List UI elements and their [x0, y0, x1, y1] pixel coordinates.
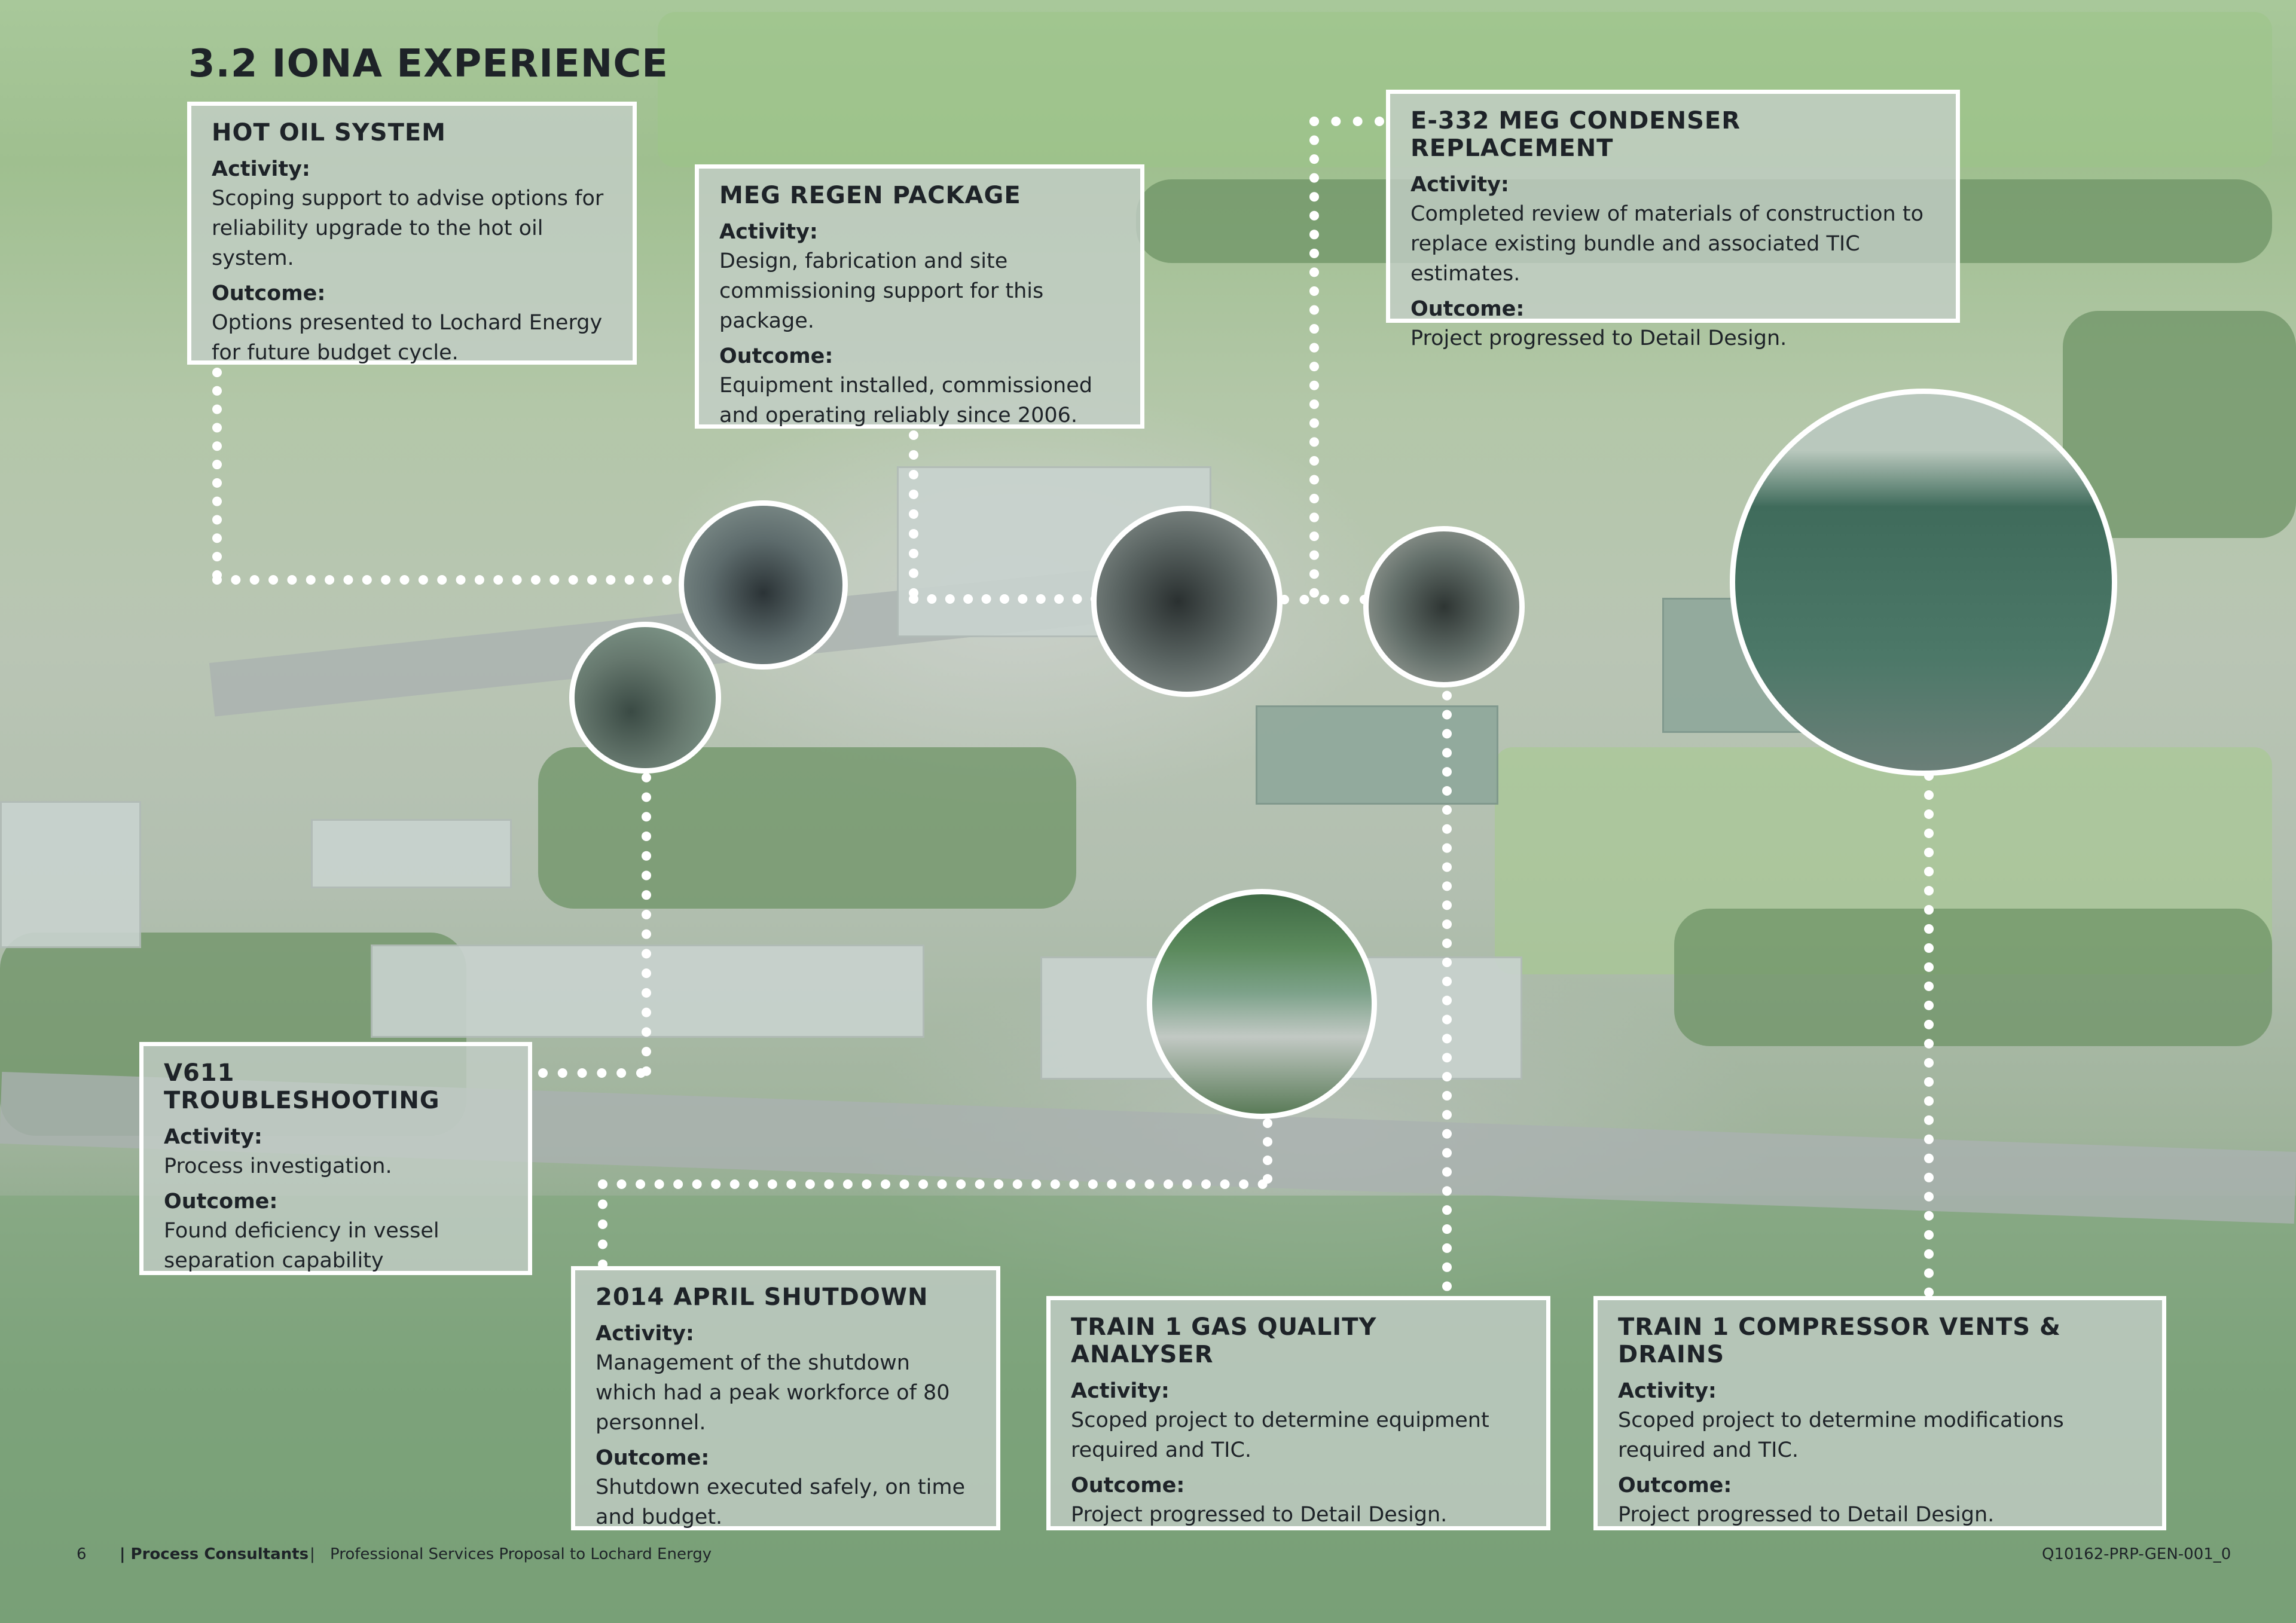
leader-line-v611 — [642, 753, 651, 1076]
card-title: 2014 APRIL SHUTDOWN — [596, 1283, 929, 1311]
zoom-circle-meg-regen — [679, 500, 848, 670]
card-train1-compressor-vents-drains: TRAIN 1 COMPRESSOR VENTS & DRAINS Activi… — [1593, 1296, 2166, 1530]
card-title: V611 TROUBLESHOOTING — [164, 1059, 440, 1114]
card-title: TRAIN 1 COMPRESSOR VENTS & DRAINS — [1618, 1313, 2061, 1368]
tree-line-right — [2063, 311, 2296, 538]
activity-label: Activity: — [1618, 1379, 1717, 1403]
card-2014-april-shutdown: 2014 APRIL SHUTDOWN Activity: Management… — [571, 1266, 1000, 1530]
leader-line-hot-oil-horizontal — [212, 575, 691, 585]
outcome-label: Outcome: — [596, 1446, 710, 1470]
leader-line-hot-oil — [212, 368, 222, 580]
card-title: E-332 MEG CONDENSER REPLACEMENT — [1410, 107, 1741, 162]
outcome-label: Outcome: — [719, 344, 833, 368]
zoom-circle-compressor-building — [1730, 389, 2117, 776]
activity-text: Process investigation. — [164, 1154, 392, 1178]
building-warehouse-left — [0, 801, 141, 948]
page-number: 6 — [77, 1545, 87, 1563]
page-footer: 6 | Process Consultants | Professional S… — [0, 1545, 2296, 1569]
leader-line-gas-quality — [1442, 634, 1452, 1291]
leader-line-compressor — [1924, 771, 1934, 1297]
leader-line-meg-regen — [909, 430, 918, 598]
activity-label: Activity: — [719, 220, 818, 244]
leader-line-e332-top — [1309, 117, 1384, 126]
activity-label: Activity: — [1410, 173, 1509, 197]
leader-line-shutdown-left — [598, 1179, 607, 1269]
activity-text: Management of the shutdown which had a p… — [596, 1351, 950, 1435]
activity-text: Design, fabrication and site commissioni… — [719, 249, 1044, 333]
outcome-text: Found deficiency in vessel separation ca… — [164, 1219, 439, 1273]
footer-separator: | — [310, 1545, 315, 1563]
leader-line-shutdown — [598, 1179, 1268, 1189]
outcome-text: Shutdown executed safely, on time and bu… — [596, 1475, 966, 1529]
card-hot-oil-system: HOT OIL SYSTEM Activity: Scoping support… — [187, 102, 637, 365]
outcome-text: Project progressed to Detail Design. — [1071, 1503, 1448, 1527]
activity-label: Activity: — [212, 157, 310, 181]
building-office — [311, 819, 512, 888]
page-title: 3.2 IONA EXPERIENCE — [188, 42, 668, 86]
outcome-label: Outcome: — [1618, 1474, 1732, 1497]
card-train1-gas-quality-analyser: TRAIN 1 GAS QUALITY ANALYSER Activity: S… — [1046, 1296, 1550, 1530]
tree-line-lower-right — [1674, 909, 2272, 1046]
card-meg-regen-package: MEG REGEN PACKAGE Activity: Design, fabr… — [695, 164, 1144, 429]
card-title: TRAIN 1 GAS QUALITY ANALYSER — [1071, 1313, 1377, 1368]
footer-company: | Process Consultants — [120, 1545, 309, 1563]
card-e332-meg-condenser: E-332 MEG CONDENSER REPLACEMENT Activity… — [1386, 90, 1960, 350]
activity-text: Scoping support to advise options for re… — [212, 187, 604, 270]
leader-line-meg-regen-horizontal — [909, 594, 1100, 604]
footer-document-title: Professional Services Proposal to Lochar… — [330, 1545, 712, 1563]
zoom-circle-process-piping — [1091, 506, 1283, 697]
leader-line-e332-horizontal — [1280, 595, 1369, 604]
card-title: MEG REGEN PACKAGE — [719, 182, 1021, 209]
footer-document-code: Q10162-PRP-GEN-001_0 — [2042, 1545, 2231, 1563]
building-control-room — [1256, 705, 1498, 805]
outcome-text: Project progressed to Detail Design. — [1410, 326, 1787, 350]
outcome-label: Outcome: — [1071, 1474, 1185, 1497]
outcome-text: Equipment installed, commissioned and op… — [719, 374, 1092, 427]
outcome-text: Project progressed to Detail Design. — [1618, 1503, 1995, 1527]
zoom-circle-admin-building — [1147, 889, 1377, 1119]
activity-text: Scoped project to determine equipment re… — [1071, 1408, 1489, 1462]
activity-label: Activity: — [164, 1125, 262, 1149]
outcome-label: Outcome: — [1410, 297, 1525, 321]
leader-line-shutdown-right — [1263, 1100, 1272, 1184]
activity-label: Activity: — [596, 1322, 694, 1346]
leader-line-v611-horizontal — [538, 1068, 646, 1078]
tree-line-middle — [538, 747, 1076, 909]
card-v611-troubleshooting: V611 TROUBLESHOOTING Activity: Process i… — [139, 1042, 532, 1275]
outcome-label: Outcome: — [164, 1190, 278, 1214]
zoom-circle-hot-oil-tanks — [569, 622, 721, 774]
zoom-circle-e332-condenser — [1363, 526, 1525, 687]
outcome-text: Options presented to Lochard Energy for … — [212, 311, 603, 365]
card-title: HOT OIL SYSTEM — [212, 119, 446, 146]
activity-text: Completed review of materials of constru… — [1410, 202, 1923, 286]
outcome-label: Outcome: — [212, 282, 326, 305]
leader-line-e332 — [1309, 117, 1319, 598]
activity-text: Scoped project to determine modification… — [1618, 1408, 2064, 1462]
activity-label: Activity: — [1071, 1379, 1170, 1403]
